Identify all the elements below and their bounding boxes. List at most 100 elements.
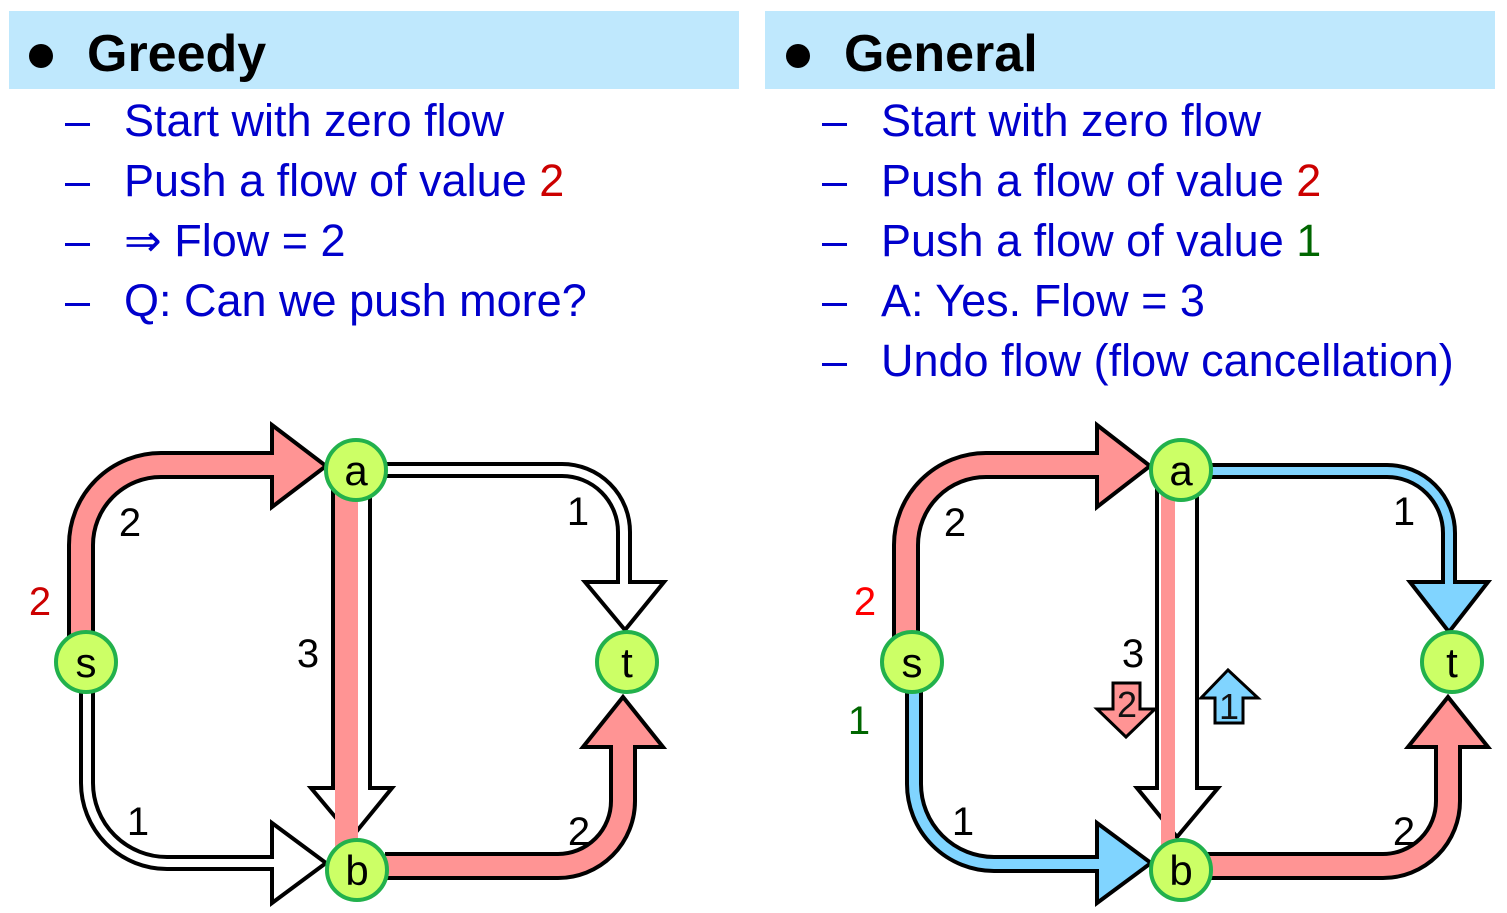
partial-flow-band [335, 485, 358, 855]
item-text: Undo flow (flow cancellation) [881, 335, 1454, 386]
node-label: b [345, 847, 368, 894]
node-label: a [344, 447, 368, 494]
list-item: – ⇒ Flow = 2 [65, 211, 587, 271]
dash-marker: – [822, 95, 848, 146]
list-item: – Push a flow of value 2 [65, 151, 587, 211]
node-label: t [621, 639, 633, 686]
edge-flow-fill [380, 466, 628, 588]
source-flow-label-path-1: 2 [854, 580, 876, 624]
capacity-label-s-a: 2 [944, 501, 966, 545]
dash-marker: – [822, 155, 848, 206]
capacity-label-b-t: 2 [1393, 810, 1415, 854]
node-circle [324, 438, 388, 502]
node-circle [595, 630, 659, 694]
node-b: b [325, 838, 389, 902]
edge-a-t [380, 462, 669, 634]
node-t: t [1420, 630, 1484, 694]
edge-flow-fill [71, 455, 278, 640]
item-text: Q: Can we push more? [124, 275, 587, 326]
arrow-head [270, 420, 330, 512]
greedy-steps-list: – Start with zero flow – Push a flow of … [65, 91, 587, 331]
arrow-head [270, 819, 330, 907]
edge-s-b [905, 685, 1155, 907]
node-circle [325, 838, 389, 902]
capacity-label-b-t: 2 [568, 810, 590, 854]
bullet-icon [786, 44, 810, 68]
list-item: – Undo flow (flow cancellation) [822, 331, 1454, 391]
edge-b-t [385, 693, 668, 880]
node-label: s [76, 639, 97, 686]
edge-flow-fill [385, 743, 633, 876]
arrow-head [1095, 819, 1155, 907]
general-steps-list: – Start with zero flow – Push a flow of … [822, 91, 1454, 391]
node-circle [880, 630, 944, 694]
arrow-head [1403, 693, 1493, 749]
cancellation-arrow-up: 1 [1197, 667, 1262, 727]
edge-outline [905, 685, 1099, 873]
item-text: Start with zero flow [881, 95, 1262, 146]
edge-outline [79, 685, 274, 871]
node-circle [54, 630, 118, 694]
node-label: s [902, 639, 923, 686]
cancellation-value: 1 [1219, 686, 1239, 727]
edge-a-b [306, 483, 397, 855]
capacity-label-s-b: 1 [127, 800, 149, 844]
item-text: Start with zero flow [124, 95, 505, 146]
arrow-head [580, 580, 669, 634]
edge-flow-fill [1205, 743, 1458, 876]
edge-a-b [1132, 483, 1223, 855]
capacity-label-a-t: 1 [1393, 490, 1415, 534]
node-s: s [54, 630, 118, 694]
cancellation-value: 2 [1117, 684, 1137, 725]
general-header-band [765, 11, 1495, 89]
general-title: General [844, 25, 1038, 83]
item-text: ⇒ Flow = 2 [124, 215, 346, 266]
dash-marker: – [65, 95, 91, 146]
capacity-label-a-b: 3 [297, 632, 319, 676]
item-text: Push a flow of value [881, 155, 1297, 206]
list-item: – Push a flow of value 2 [822, 151, 1454, 211]
list-item: – A: Yes. Flow = 3 [822, 271, 1454, 331]
item-text: Push a flow of value [881, 215, 1297, 266]
highlight-value: 2 [1296, 155, 1322, 206]
capacity-label-a-t: 1 [567, 490, 589, 534]
dash-marker: – [65, 215, 91, 266]
general-diagram: 2 1 s a b t 2 1 3 1 2 2 1 [848, 420, 1493, 907]
edge-flow-fill [1205, 467, 1453, 588]
arrow-head [578, 693, 668, 749]
dash-marker: – [822, 335, 848, 386]
dash-marker: – [822, 215, 848, 266]
node-label: b [1169, 847, 1192, 894]
source-flow-label: 2 [29, 580, 51, 624]
node-label: t [1446, 639, 1458, 686]
edge-s-a [892, 420, 1154, 640]
node-circle [1420, 630, 1484, 694]
arrow-head [1095, 420, 1154, 512]
greedy-title: Greedy [87, 25, 267, 83]
edge-flow-fill [909, 685, 1103, 869]
dash-marker: – [65, 155, 91, 206]
item-text: A: Yes. Flow = 3 [881, 275, 1205, 326]
capacity-label-a-b: 3 [1122, 632, 1144, 676]
list-item: – Q: Can we push more? [65, 271, 587, 331]
node-label: a [1169, 447, 1193, 494]
item-text: Push a flow of value [124, 155, 540, 206]
dash-marker: – [822, 275, 848, 326]
cancellation-arrow-down: 2 [1093, 681, 1159, 740]
greedy-header-band [9, 11, 739, 89]
highlight-value: 2 [539, 155, 565, 206]
edge-b-t [1205, 693, 1493, 880]
node-a: a [1149, 438, 1213, 502]
highlight-value: 1 [1296, 215, 1322, 266]
capacity-label-s-a: 2 [119, 501, 141, 545]
bullet-icon [29, 44, 53, 68]
arrow-up-icon [1197, 667, 1262, 725]
node-circle [1149, 438, 1213, 502]
node-t: t [595, 630, 659, 694]
edge-s-a [67, 420, 330, 640]
source-flow-label-path-2: 1 [848, 699, 870, 743]
dash-marker: – [65, 275, 91, 326]
list-item: – Start with zero flow [822, 91, 1454, 151]
arrow-head [1405, 580, 1493, 636]
